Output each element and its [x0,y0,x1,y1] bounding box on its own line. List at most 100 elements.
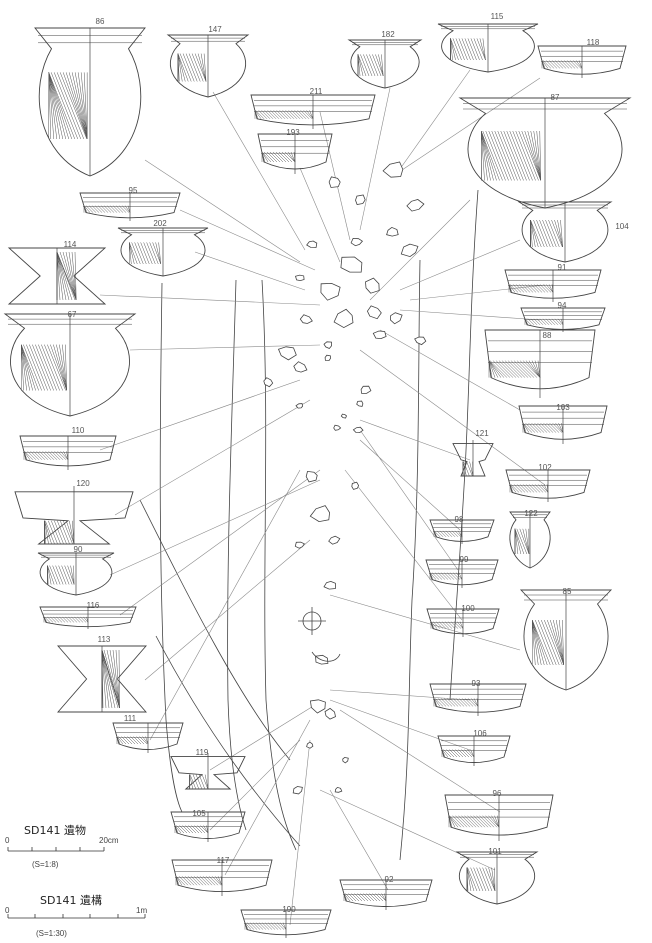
vessel-number-label: 113 [97,635,111,644]
ditch-edge-line [139,499,291,761]
sherd-fragment [406,199,425,212]
leader-line [329,699,471,751]
vessel-number-label: 104 [615,222,629,231]
vessel-99 [425,559,499,588]
leader-line [209,739,301,831]
vessel-96 [444,794,554,841]
hatch-shading [481,130,541,181]
hatch-shading [530,219,563,248]
vessel-number-label: 96 [492,789,502,798]
sherd-fragment [334,786,343,793]
vessel-87 [458,97,632,209]
vessel-number-label: 106 [473,729,487,738]
ditch-feature-outline [139,189,479,861]
leader-line [379,329,521,411]
vessel-102 [505,469,591,502]
vessel-number-label: 118 [586,38,600,47]
vessel-number-label: 103 [556,403,570,412]
vessel-86 [34,27,146,177]
hatch-shading [48,72,88,140]
vessel-number-label: 115 [490,12,504,21]
artifact-scale-title: SD141 遺物 [24,824,86,837]
ditch-edge-line [159,282,183,813]
leader-line [99,379,301,451]
hatch-shading [261,151,296,163]
hatch-shading [532,619,564,666]
sherd-fragment [340,256,363,273]
vessel-number-label: 202 [153,219,167,228]
leader-line [329,689,471,701]
leader-line [144,539,311,681]
vessel-number-label: 67 [67,310,77,319]
sherd-fragment [324,707,336,720]
vessel-114 [7,247,107,305]
vessel-110 [19,435,117,470]
sherd-fragment [320,282,341,301]
vessel-90 [37,552,115,596]
sherd-fragment [355,194,366,205]
leader-line [359,439,461,531]
vessel-147 [166,34,250,98]
hatch-shading [514,528,530,555]
leader-line [329,789,389,891]
sherd-fragment [333,308,354,329]
hatch-shading [466,867,496,892]
feature-scale-title: SD141 遺構 [40,894,102,907]
hatch-shading [357,54,384,77]
vessel-93 [429,683,527,716]
hatch-shading [175,876,223,886]
vessel-116 [39,606,137,629]
sherd-fragment [365,277,380,294]
hatch-shading [430,621,464,629]
artifact-scale-max: 20cm [99,836,119,845]
leader-line [224,719,311,876]
feature-scale-zero: 0 [5,906,10,915]
vessel-number-label: 114 [63,240,77,249]
hatch-shading [23,451,69,460]
leader-line [329,594,521,651]
vessel-number-label: 121 [475,429,489,438]
artifact-scale-ratio: (S=1:8) [32,860,59,869]
ditch-edge-line [449,189,479,701]
vessel-104 [517,201,613,263]
vessel-number-label: 190 [282,905,296,914]
ditch-edge-line [399,259,421,861]
vessel-95 [79,192,181,221]
sherd-fragment [306,240,318,248]
vessel-193 [257,133,333,174]
sherd-fragment [299,314,313,324]
vessel-111 [112,722,184,753]
hatch-shading [509,484,549,493]
leader-line [394,69,471,177]
ditch-edge-line [155,635,301,847]
vessel-number-label: 119 [195,748,209,757]
vessel-122 [509,511,551,569]
leader-line [299,167,341,263]
vessel-190 [240,909,332,938]
sherd-fragment [333,424,342,431]
vessel-113 [57,645,147,713]
leader-line [359,349,546,486]
hatch-shading [441,749,475,758]
leader-line [209,704,316,771]
vessel-119 [170,753,246,790]
leader-line [399,239,521,291]
hatch-shading [47,565,75,585]
vessel-number-label: 85 [562,587,572,596]
sherd-scatter [263,161,427,795]
vessel-number-label: 147 [208,25,222,34]
sherd-fragment [352,426,364,434]
leader-line [109,479,321,576]
leader-line [129,344,321,351]
leader-line [289,739,311,926]
vessel-number-label: 98 [454,515,464,524]
vessel-number-label: 211 [309,87,323,96]
sherd-fragment [277,346,297,361]
hatch-shading [448,815,500,828]
sherd-fragment [295,403,304,409]
sherd-fragment [340,413,347,419]
hatch-shading [450,38,486,61]
vessel-number-label: 92 [384,875,394,884]
ditch-edge-line [261,279,297,851]
